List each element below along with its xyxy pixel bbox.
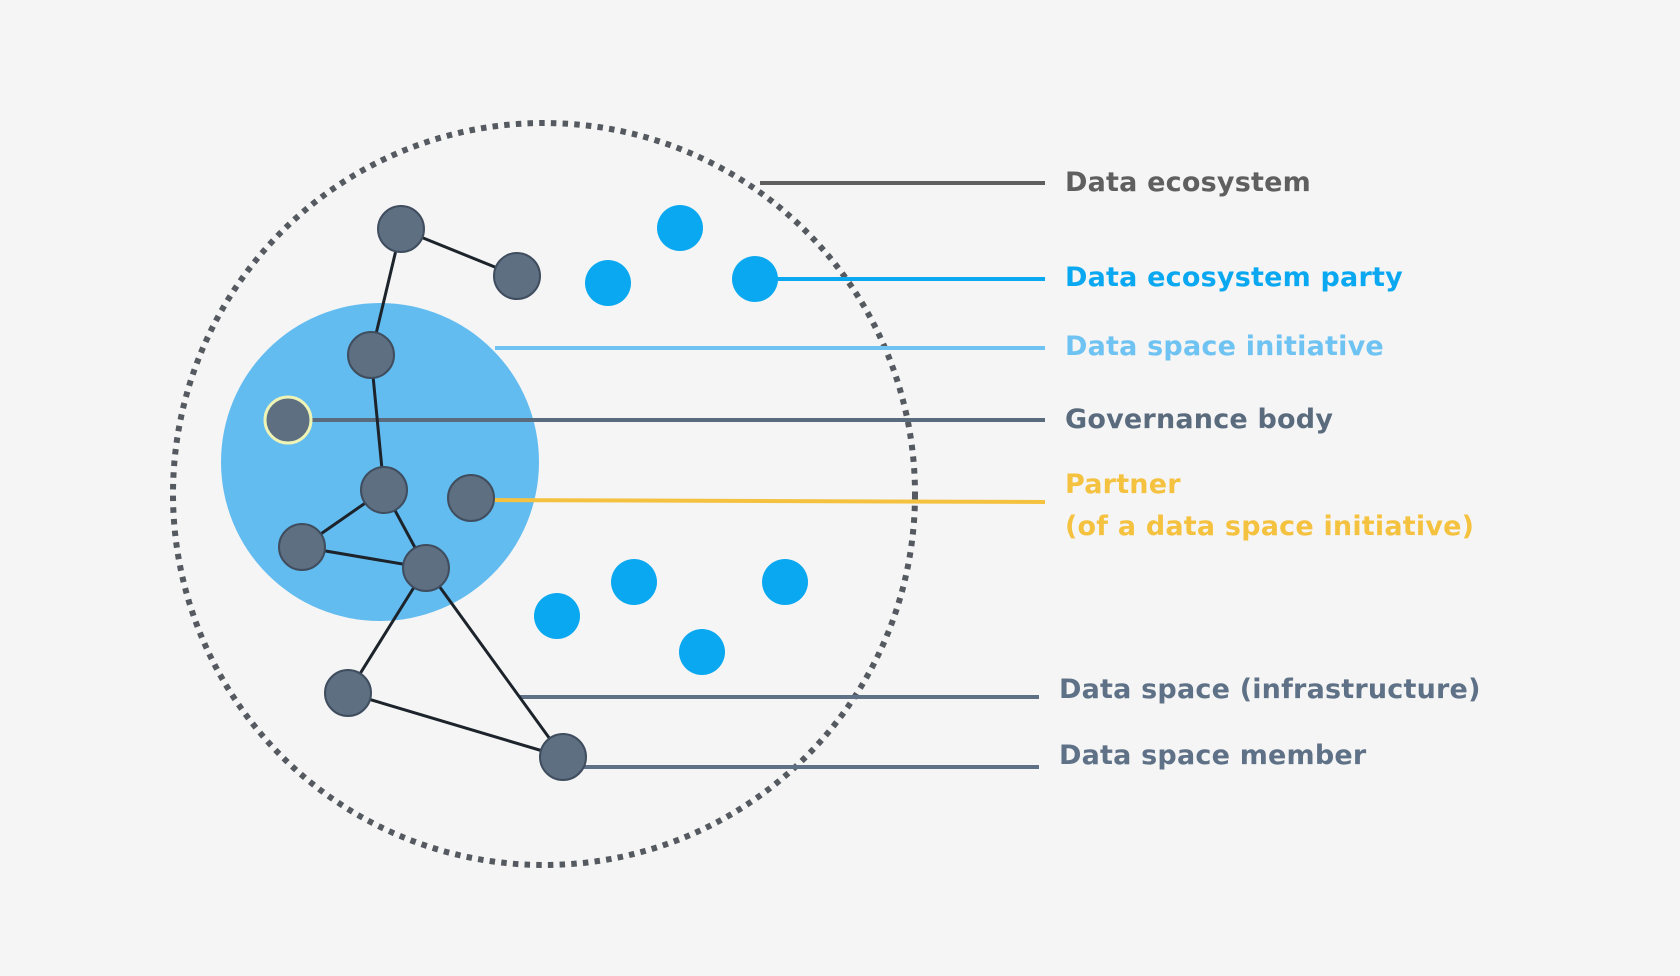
label-text: Data space initiative (1065, 331, 1384, 362)
label-text: Data space member (1059, 740, 1367, 771)
ecosystem-party-dot (611, 559, 657, 605)
data-space-member-node (377, 205, 425, 253)
data-space-member-node (493, 252, 541, 300)
data-space-member-node (360, 466, 408, 514)
leader-line-partner (484, 498, 1046, 504)
label-text: Governance body (1065, 404, 1334, 435)
label-data-space-initiative: Data space initiative (1065, 327, 1384, 367)
network-edge (346, 567, 428, 694)
data-space-member-node (347, 331, 395, 379)
ecosystem-party-dot (585, 260, 631, 306)
ecosystem-party-dot (679, 629, 725, 675)
label-data-ecosystem-party: Data ecosystem party (1065, 258, 1403, 298)
label-text: Data ecosystem party (1065, 262, 1403, 293)
ecosystem-party-dot (534, 593, 580, 639)
label-data-space-infrastructure: Data space (infrastructure) (1059, 670, 1481, 710)
ecosystem-party-dot (762, 559, 808, 605)
label-data-ecosystem: Data ecosystem (1065, 163, 1311, 203)
partner-node (447, 474, 495, 522)
data-space-member-node (324, 669, 372, 717)
data-ecosystem-boundary (170, 120, 918, 868)
data-space-member-node (402, 544, 450, 592)
label-governance-body: Governance body (1065, 400, 1333, 440)
label-text: Partner (1065, 469, 1181, 500)
label-text: Data ecosystem (1065, 167, 1311, 198)
governance-body-node (263, 395, 313, 445)
network-edge (347, 691, 564, 759)
label-data-space-member: Data space member (1059, 736, 1366, 776)
ecosystem-party-dot (657, 205, 703, 251)
label-partner: Partner (of a data space initiative) (1065, 464, 1474, 548)
label-text: Data space (infrastructure) (1059, 674, 1481, 705)
data-space-member-node (539, 733, 587, 781)
ecosystem-party-dot (732, 256, 778, 302)
label-subtext: (of a data space initiative) (1065, 511, 1475, 542)
network-edge (424, 567, 565, 758)
data-space-member-node (278, 523, 326, 571)
